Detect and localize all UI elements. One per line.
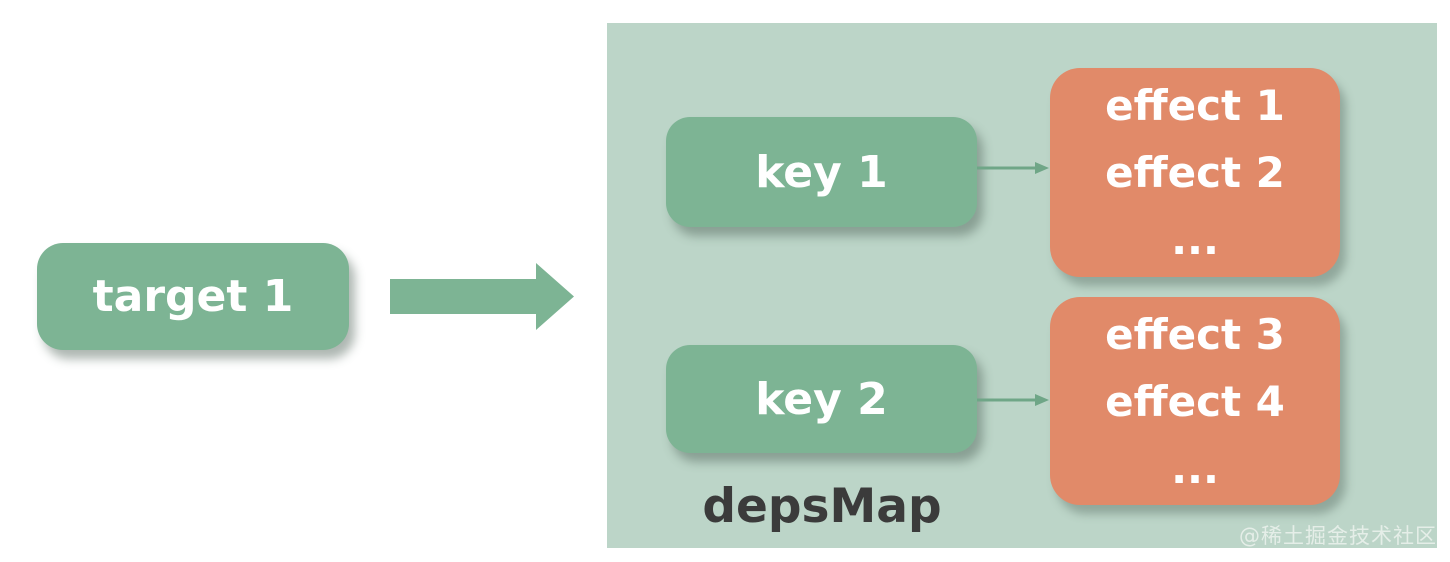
key2-right-arrow-icon — [977, 394, 1049, 406]
effects-node-key2: effect 3 effect 4 ... — [1050, 297, 1340, 505]
key1-node: key 1 — [666, 117, 977, 227]
effect-line: effect 2 — [1105, 148, 1285, 197]
effect-line: effect 4 — [1105, 376, 1285, 426]
effect-line: effect 1 — [1105, 81, 1285, 130]
effect-line-ellipsis: ... — [1171, 443, 1219, 493]
target-node: target 1 — [37, 243, 349, 350]
depsmap-label: depsMap — [702, 479, 942, 534]
target-label: target 1 — [92, 271, 294, 322]
big-right-arrow-icon — [390, 263, 574, 330]
key2-label: key 2 — [755, 373, 888, 425]
key1-label: key 1 — [755, 146, 888, 198]
effect-line: effect 3 — [1105, 309, 1285, 359]
watermark: @稀土掘金技术社区 — [1239, 524, 1437, 548]
effects-node-key1: effect 1 effect 2 ... — [1050, 68, 1340, 277]
key1-right-arrow-icon — [977, 162, 1049, 174]
key2-node: key 2 — [666, 345, 977, 453]
effect-line-ellipsis: ... — [1171, 215, 1219, 264]
